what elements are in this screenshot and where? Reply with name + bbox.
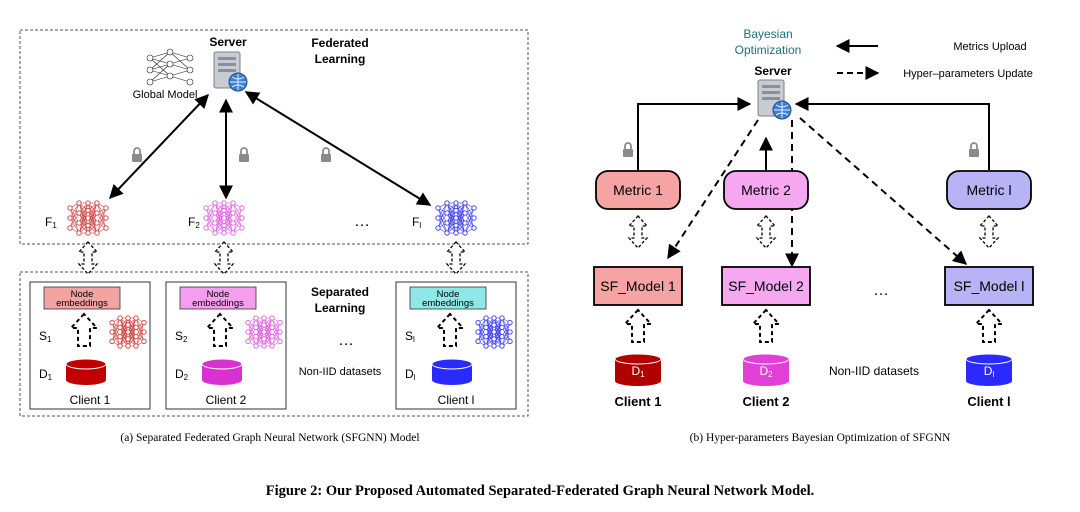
f-label-2: F2 <box>188 215 200 230</box>
client-network-icon <box>109 315 147 349</box>
node-embeddings-label: embeddings <box>192 298 244 309</box>
separated-learning-box <box>19 271 529 417</box>
s-label: S2 <box>175 329 188 344</box>
sf-model-node: SF_Model 2 <box>721 266 811 306</box>
f-label-l: Fl <box>412 215 421 230</box>
client-name-b: Client 1 <box>615 394 662 409</box>
global-model-label: Global Model <box>133 89 198 101</box>
figure-caption: Figure 2: Our Proposed Automated Separat… <box>266 483 815 499</box>
client-name-b: Client l <box>967 394 1010 409</box>
f1-network-icon <box>67 200 109 236</box>
lock-icon <box>622 142 634 158</box>
database-icon <box>201 358 243 385</box>
metric-exchange-arrow <box>628 215 648 249</box>
client-network-icon <box>245 315 283 349</box>
exchange-arrow-2 <box>214 241 234 275</box>
global-model-network-icon <box>146 48 194 86</box>
legend-hyper-label: Hyper–parameters Update <box>903 68 1033 80</box>
metric-label: Metric l <box>966 182 1011 198</box>
legend-metrics-label: Metrics Upload <box>953 41 1026 53</box>
hyper-update-arrow-1 <box>667 119 759 260</box>
sf-model-label: SF_Model 1 <box>600 278 676 294</box>
federated-label: Federated <box>311 36 368 50</box>
federated-learning-box <box>19 29 529 245</box>
server-icon-b <box>757 79 792 120</box>
non-iid-label-b: Non-IID datasets <box>829 364 919 378</box>
client-name: Client l <box>438 393 475 407</box>
sync-arrow-l <box>244 91 432 206</box>
dataset-label: D2 <box>759 364 773 379</box>
ellipsis: … <box>354 213 370 230</box>
database-icon <box>65 358 107 385</box>
exchange-arrow-l <box>446 241 466 275</box>
server-icon <box>213 51 248 92</box>
database-icon <box>965 353 1013 386</box>
client-name: Client 1 <box>70 393 111 407</box>
node-embeddings-label: embeddings <box>56 298 108 309</box>
lock-icon <box>131 147 143 163</box>
node-embeddings-label: Node <box>207 289 230 300</box>
metric-label: Metric 1 <box>613 182 663 198</box>
dataset-label: Dl <box>984 364 995 379</box>
metric-exchange-arrow <box>756 215 776 249</box>
hyper-update-arrow-l <box>799 117 968 265</box>
model-up-arrow <box>975 309 1003 343</box>
server-label: Server <box>209 35 247 49</box>
model-up-arrow <box>624 309 652 343</box>
s-label: S1 <box>39 329 52 344</box>
s-label: Sl <box>405 329 415 344</box>
database-icon <box>614 353 662 386</box>
client-network-icon <box>475 315 513 349</box>
f-label-1: F1 <box>45 215 57 230</box>
metric-node: Metric l <box>946 170 1032 210</box>
d-label: D1 <box>39 367 53 382</box>
lock-icon <box>238 147 250 163</box>
lock-icon <box>320 147 332 163</box>
caption-b: (b) Hyper-parameters Bayesian Optimizati… <box>690 432 951 444</box>
ellipsis: … <box>338 332 354 349</box>
database-icon <box>742 353 790 386</box>
fl-network-icon <box>435 200 477 236</box>
lock-icon <box>968 142 980 158</box>
client-name-b: Client 2 <box>743 394 790 409</box>
dataset-label: D1 <box>631 364 645 379</box>
sf-model-label: SF_Model l <box>954 278 1025 294</box>
node-embeddings-label: embeddings <box>422 298 474 309</box>
metric-node: Metric 1 <box>595 170 681 210</box>
ellipsis-b: … <box>873 282 889 299</box>
exchange-arrow-1 <box>78 241 98 275</box>
non-iid-label: Non-IID datasets <box>299 366 382 378</box>
metric-l-upload-line <box>794 97 990 170</box>
d-label: D2 <box>175 367 189 382</box>
bayesian-label: Bayesian <box>743 27 792 41</box>
separated-label-2: Learning <box>315 301 366 315</box>
node-embeddings-label: Node <box>437 289 460 300</box>
federated-label-2: Learning <box>315 52 366 66</box>
sf-model-label: SF_Model 2 <box>728 278 804 294</box>
metric-1-upload-line <box>637 97 752 170</box>
f2-network-icon <box>203 200 245 236</box>
client-name: Client 2 <box>206 393 247 407</box>
caption-a: (a) Separated Federated Graph Neural Net… <box>120 432 419 444</box>
database-icon <box>431 358 473 385</box>
metric-exchange-arrow <box>979 215 999 249</box>
sf-model-node: SF_Model l <box>944 266 1034 306</box>
metric-node: Metric 2 <box>723 170 809 210</box>
sync-arrow-1 <box>109 93 209 200</box>
d-label: Dl <box>405 367 416 382</box>
server-label-b: Server <box>754 64 792 78</box>
separated-label: Separated <box>311 285 369 299</box>
optimization-label: Optimization <box>735 43 802 57</box>
sf-model-node: SF_Model 1 <box>593 266 683 306</box>
metric-label: Metric 2 <box>741 182 791 198</box>
node-embeddings-label: Node <box>71 289 94 300</box>
model-up-arrow <box>752 309 780 343</box>
